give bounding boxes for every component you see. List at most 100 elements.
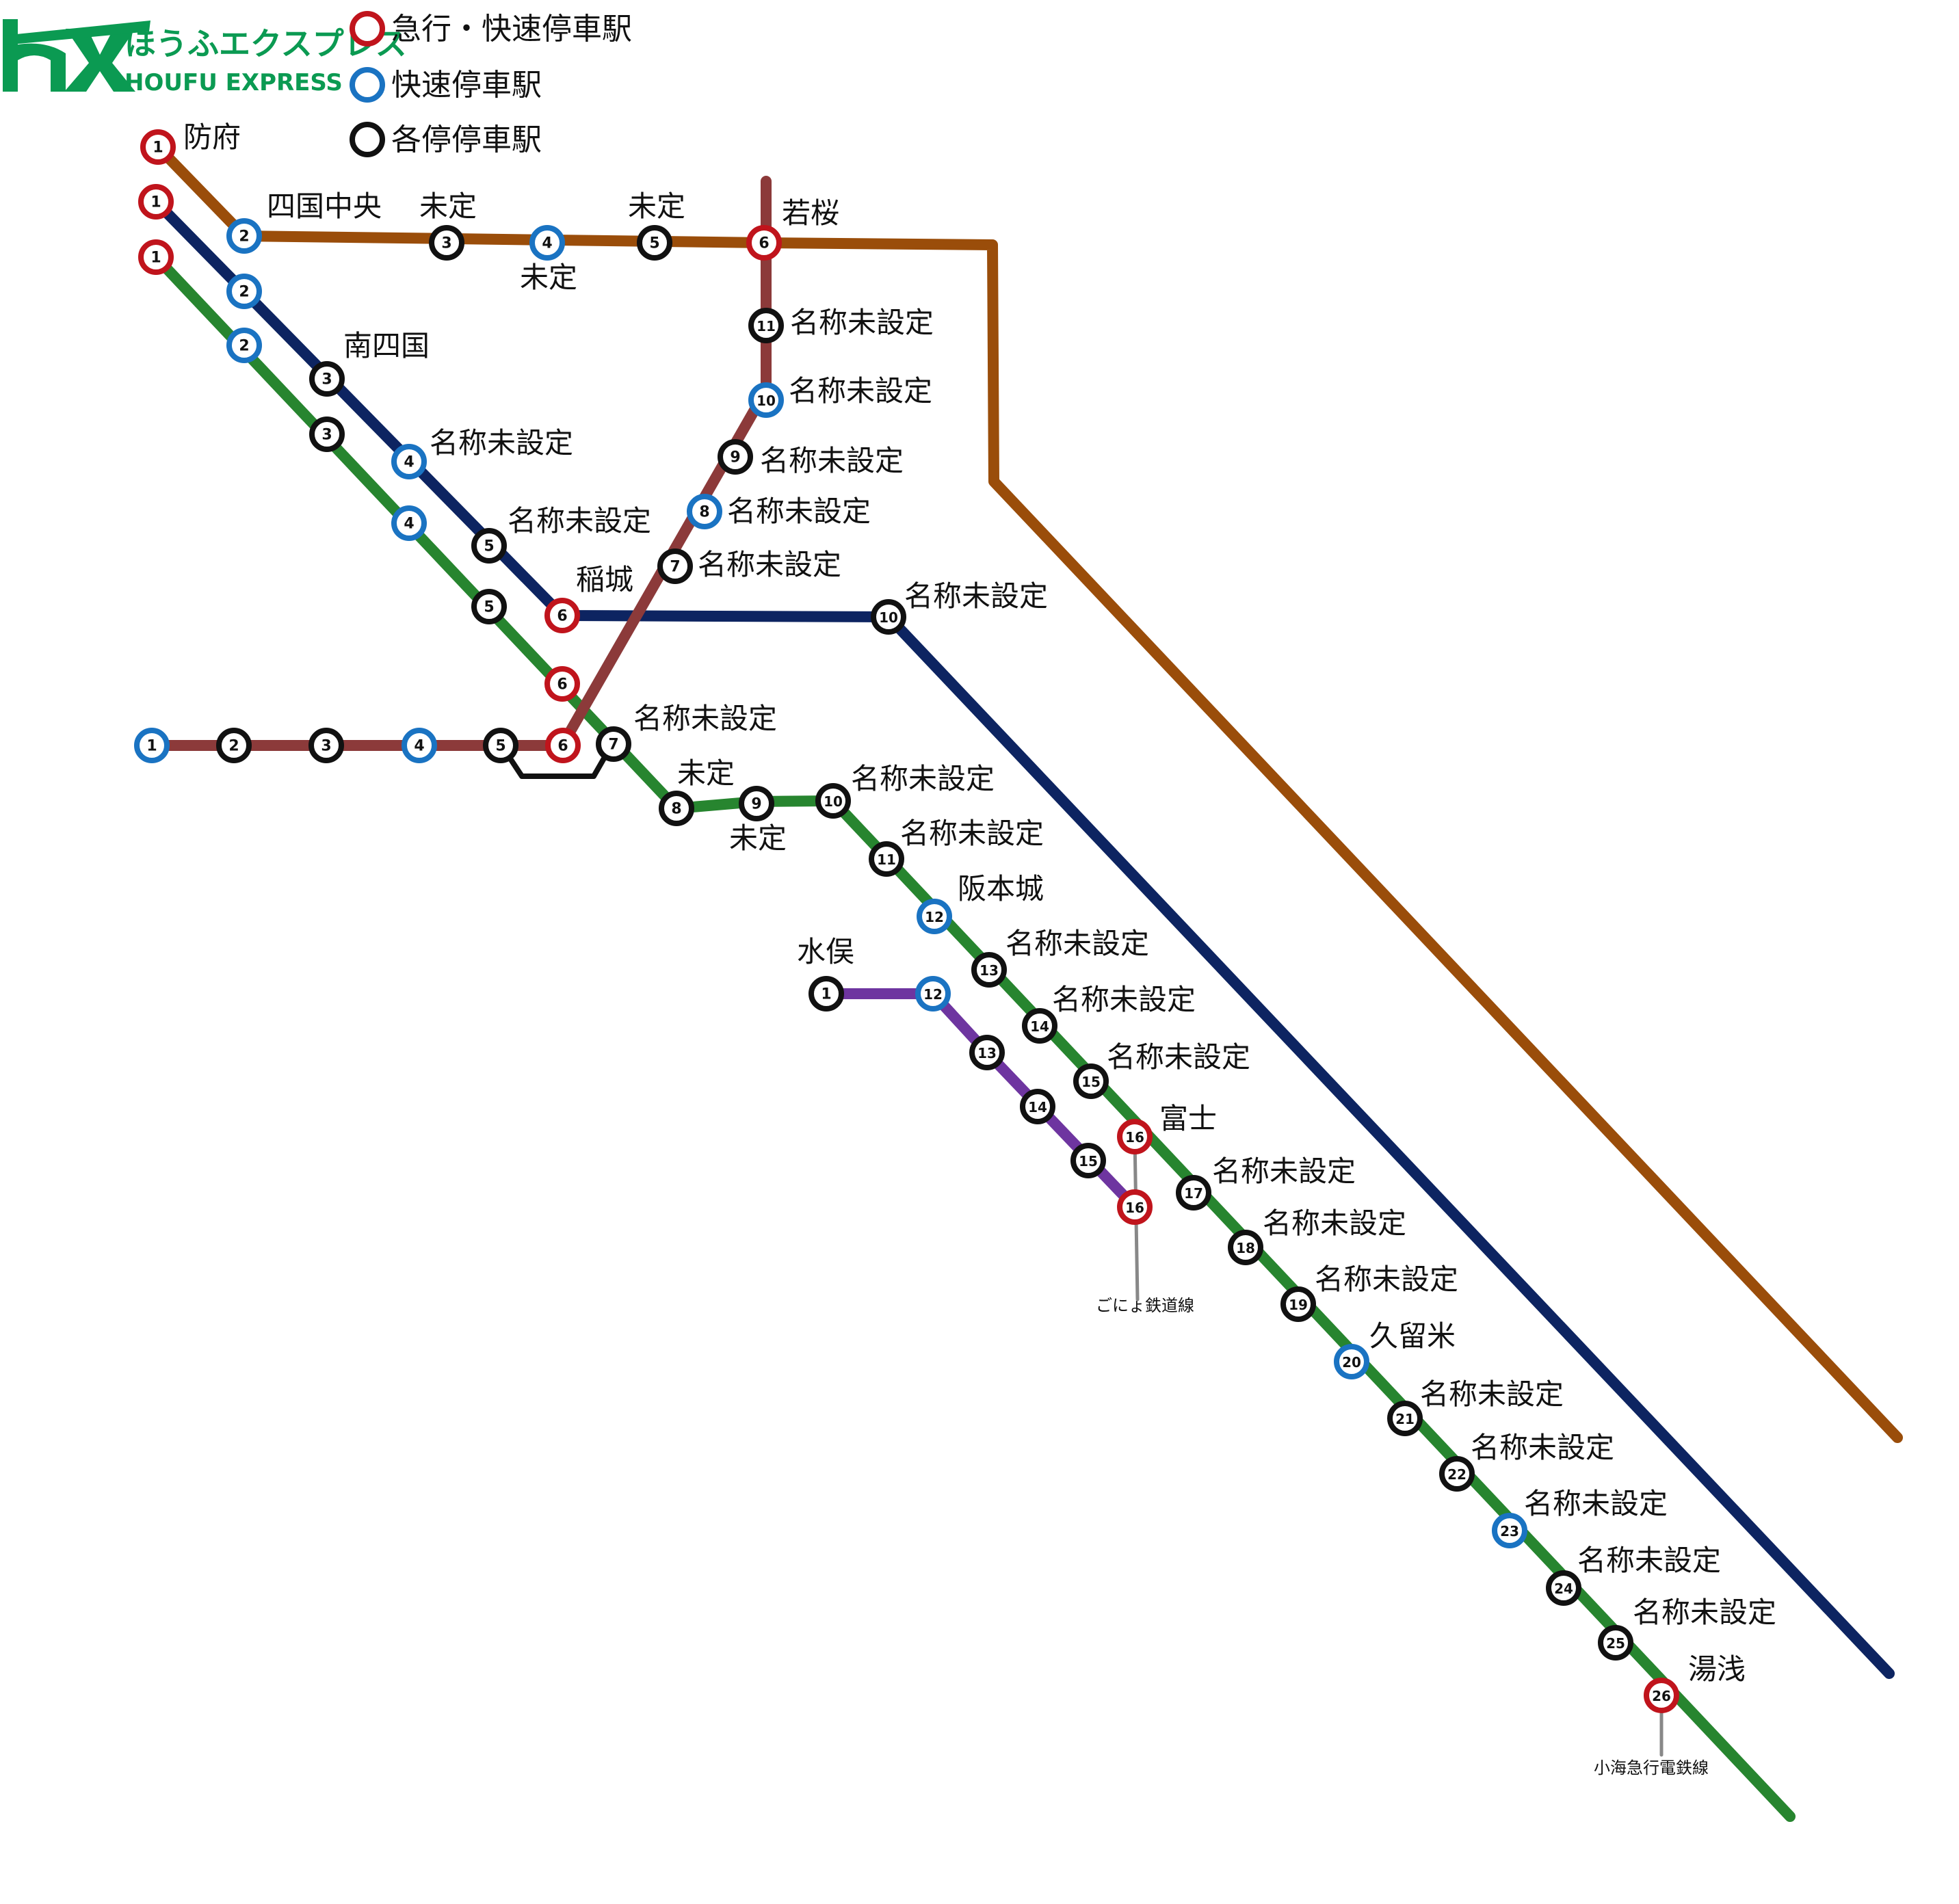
station-marker: 17 [1176,1175,1211,1211]
legend-ring-blue-icon [350,67,385,103]
station-marker: 1 [138,184,174,220]
station-number: 4 [404,516,414,533]
legend: 急行・快速停車駅 快速停車駅 各停停車駅 [350,11,632,157]
station-ring-black [869,841,904,877]
station-ring-blue [748,382,784,418]
station-number: 3 [321,738,331,755]
label-mitei: 未定 [419,189,477,223]
station-number: 16 [1125,1129,1144,1146]
station-number: 3 [321,427,332,444]
station-marker: 11 [869,841,904,877]
station-labels: 防府 四国中央 未定 未定 未定 若桜 名称未設定 名称未設定 南四国 名称未設… [181,118,1779,1778]
station-number: 1 [150,250,161,267]
station-ring-red [1117,1119,1153,1154]
station-marker: 9 [739,786,774,821]
station-marker: 4 [391,444,427,479]
station-ring-blue [1492,1513,1527,1548]
station-number: 5 [649,235,659,252]
station-number: 26 [1652,1688,1671,1704]
label-meisho: 名称未設定 [900,817,1044,850]
label-mitei: 未定 [628,189,685,223]
station-ring-blue [226,218,262,254]
station-marker: 8 [687,494,722,529]
station-ring-blue [226,274,262,309]
station-number: 3 [321,371,332,388]
station-marker: 9 [718,439,753,475]
station-ring-black [1387,1401,1423,1436]
label-fuji: 富士 [1159,1102,1217,1135]
station-number: 4 [414,738,424,755]
station-marker: 4 [402,728,437,763]
station-marker: 5 [483,728,518,763]
station-marker: 6 [544,666,580,702]
station-ring-black [1073,1063,1109,1099]
station-number: 11 [757,318,776,334]
station-ring-black [739,786,774,821]
station-marker: 23 [1492,1513,1527,1548]
station-marker: 6 [544,598,580,633]
label-meisho: 名称未設定 [1107,1040,1250,1074]
station-ring-black [429,225,464,261]
station-number: 6 [557,676,567,693]
label-hanmotojo: 阪本城 [958,872,1044,905]
label-meisho: 名称未設定 [1005,927,1149,960]
station-number: 5 [495,738,505,755]
station-ring-black [815,783,851,819]
station-ring-black [471,528,507,564]
station-number: 4 [404,454,414,471]
station-number: 16 [1125,1200,1144,1216]
station-number: 8 [699,504,709,521]
legend-label: 快速停車駅 [391,68,542,103]
station-number: 3 [441,235,451,252]
label-mitei: 未定 [520,261,577,294]
station-marker: 14 [1022,1008,1057,1044]
station-marker: 2 [226,328,262,363]
station-ring-red [544,666,580,702]
station-marker: 5 [637,225,672,261]
legend-ring-red-icon [350,11,385,47]
station-marker: 7 [596,726,631,762]
station-ring-black [1598,1625,1633,1661]
station-marker: 21 [1387,1401,1423,1436]
station-marker: 1 [808,976,844,1012]
label-meisho: 名称未設定 [904,579,1048,613]
station-marker: 1 [134,728,170,763]
station-number: 10 [757,393,776,409]
station-ring-red [138,239,174,275]
label-mitei: 未定 [677,756,735,790]
legend-label: 急行・快速停車駅 [391,12,632,47]
station-ring-blue [529,225,565,261]
label-meisho: 名称未設定 [508,504,651,538]
label-mitei: 未定 [729,821,787,855]
station-marker: 3 [309,361,345,397]
station-ring-black [871,599,906,635]
label-meisho: 名称未設定 [760,444,904,477]
station-marker: 2 [216,728,252,763]
station-marker: 1 [138,239,174,275]
station-number: 13 [977,1045,997,1061]
label-wakasa: 若桜 [782,196,839,230]
label-shikoku-chuo: 四国中央 [267,189,382,223]
station-number: 15 [1081,1074,1101,1090]
station-marker: 20 [1334,1344,1369,1379]
station-number: 22 [1447,1466,1467,1483]
station-ring-blue [391,505,427,541]
label-meisho: 名称未設定 [1420,1377,1564,1411]
line-black-link [498,741,615,779]
station-ring-black [309,416,345,452]
station-marker: 4 [529,225,565,261]
station-marker: 1 [140,129,176,165]
legend-item-express: 急行・快速停車駅 [350,11,632,47]
station-marker: 10 [871,599,906,635]
station-marker: 22 [1439,1456,1475,1492]
legend-label: 各停停車駅 [391,122,542,157]
station-ring-black [1176,1175,1211,1211]
station-ring-black [1439,1456,1475,1492]
station-number: 1 [146,738,157,755]
station-marker: 7 [657,548,693,584]
station-number: 10 [879,609,898,626]
station-number: 6 [557,608,567,625]
station-ring-blue [134,728,170,763]
label-meisho: 名称未設定 [1052,983,1196,1016]
station-number: 9 [730,449,740,466]
